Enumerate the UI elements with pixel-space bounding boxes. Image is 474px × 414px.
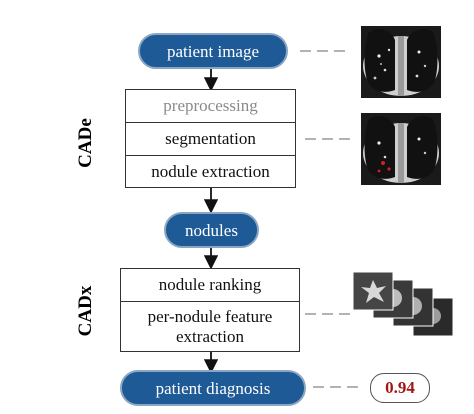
diagnosis-score-badge: 0.94 <box>370 373 430 403</box>
ct-chest-image <box>361 26 441 98</box>
feature-extraction-step: per-nodule feature extraction <box>147 306 273 346</box>
nodules-node: nodules <box>164 212 259 248</box>
patient-image-node: patient image <box>138 33 288 69</box>
nodule-extraction-step: nodule extraction <box>151 161 270 181</box>
nodule-ranking-step: nodule ranking <box>121 269 299 302</box>
cade-group-label: CADe <box>75 118 96 168</box>
nodule-patches-image <box>353 272 454 337</box>
preprocessing-step: preprocessing <box>126 90 295 123</box>
ct-chest-segmented-image <box>361 113 441 185</box>
patient-diagnosis-node: patient diagnosis <box>120 370 306 406</box>
cadx-steps-box: nodule ranking per-nodule feature extrac… <box>120 268 300 352</box>
segmentation-step: segmentation <box>126 123 295 156</box>
cadx-group-label: CADx <box>75 285 96 337</box>
cade-steps-box: preprocessing segmentation nodule extrac… <box>125 89 296 188</box>
